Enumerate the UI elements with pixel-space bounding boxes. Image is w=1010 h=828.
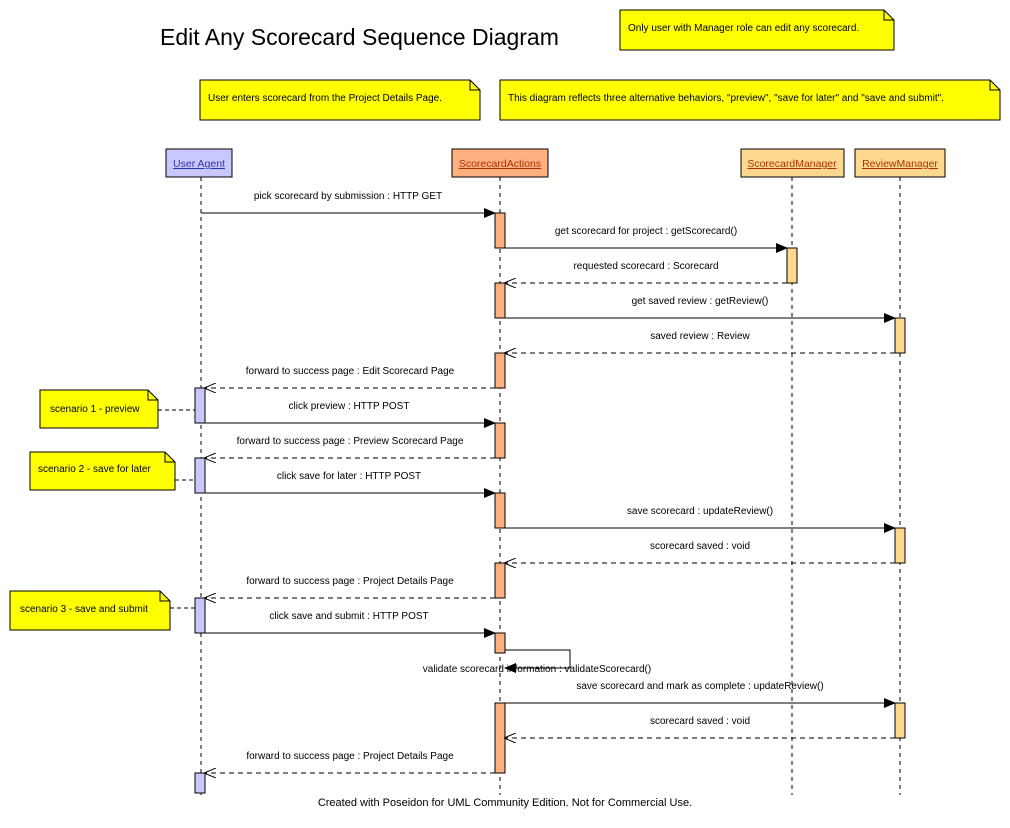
message-12: forward to success page : Project Detail… (205, 576, 495, 598)
message-13: click save and submit : HTTP POST (205, 611, 496, 638)
activation-user-2 (194, 457, 206, 494)
message-13-label: click save and submit : HTTP POST (269, 611, 428, 622)
message-16-label: scorecard saved : void (650, 716, 750, 727)
message-4: get saved review : getReview() (505, 296, 896, 323)
message-10-label: save scorecard : updateReview() (627, 506, 773, 517)
message-5: saved review : Review (505, 331, 895, 353)
note-scenario-1-text: scenario 1 - preview (50, 404, 140, 415)
activation-revmanager-2 (894, 527, 906, 564)
message-3-label: requested scorecard : Scorecard (573, 261, 718, 272)
message-1: pick scorecard by submission : HTTP GET (201, 191, 496, 218)
diagram-title: Edit Any Scorecard Sequence Diagram (160, 24, 559, 50)
activation-actions-4 (494, 422, 506, 459)
message-14-self: validate scorecard information : validat… (423, 649, 651, 675)
message-9-label: click save for later : HTTP POST (277, 471, 421, 482)
message-16: scorecard saved : void (505, 716, 895, 738)
note-scenario-2-text: scenario 2 - save for later (38, 464, 151, 475)
note-scenario-2: scenario 2 - save for later (29, 451, 195, 491)
note-behaviors-text: This diagram reflects three alternative … (508, 93, 944, 104)
activation-user-3 (194, 597, 206, 634)
message-7: click preview : HTTP POST (205, 401, 496, 428)
message-9: click save for later : HTTP POST (205, 471, 496, 498)
note-manager-role-text: Only user with Manager role can edit any… (628, 23, 859, 34)
message-10: save scorecard : updateReview() (505, 506, 896, 533)
message-17-label: forward to success page : Project Detail… (246, 751, 454, 762)
activation-actions-5 (494, 492, 506, 529)
message-4-label: get saved review : getReview() (632, 296, 769, 307)
message-14-label: validate scorecard information : validat… (423, 664, 651, 675)
lifeline-scorecard-manager-label: ScorecardManager (747, 158, 837, 170)
message-11-label: scorecard saved : void (650, 541, 750, 552)
note-enter: User enters scorecard from the Project D… (199, 79, 481, 121)
message-15: save scorecard and mark as complete : up… (505, 681, 896, 708)
activation-revmanager-3 (894, 702, 906, 739)
message-15-label: save scorecard and mark as complete : up… (576, 681, 823, 692)
note-manager-role: Only user with Manager role can edit any… (619, 9, 895, 51)
message-7-label: click preview : HTTP POST (289, 401, 410, 412)
activation-user-4 (194, 772, 206, 794)
activation-actions-6 (494, 562, 506, 599)
activation-actions-2 (494, 282, 506, 319)
note-behaviors: This diagram reflects three alternative … (499, 79, 1001, 121)
message-8-label: forward to success page : Preview Scorec… (237, 436, 464, 447)
note-scenario-1: scenario 1 - preview (39, 389, 195, 429)
note-scenario-3: scenario 3 - save and submit (9, 590, 195, 631)
message-3: requested scorecard : Scorecard (505, 261, 787, 283)
message-2: get scorecard for project : getScorecard… (505, 226, 788, 253)
activation-scmanager-1 (786, 247, 798, 284)
lifeline-scorecard-actions-label: ScorecardActions (459, 158, 541, 170)
lifeline-head-user-agent: User Agent (165, 148, 233, 178)
message-11: scorecard saved : void (505, 541, 895, 563)
activation-actions-1 (494, 212, 506, 249)
message-8: forward to success page : Preview Scorec… (205, 436, 495, 458)
activation-actions-3 (494, 352, 506, 389)
activation-revmanager-1 (894, 317, 906, 354)
lifeline-head-scorecard-manager: ScorecardManager (740, 148, 845, 178)
footer-credit: Created with Poseidon for UML Community … (318, 797, 692, 809)
activation-actions-8 (494, 702, 506, 774)
activation-user-1 (194, 387, 206, 424)
message-6-label: forward to success page : Edit Scorecard… (246, 366, 455, 377)
message-5-label: saved review : Review (650, 331, 750, 342)
message-6: forward to success page : Edit Scorecard… (205, 366, 495, 388)
activation-actions-7 (494, 632, 506, 654)
lifeline-review-manager-label: ReviewManager (862, 158, 938, 170)
message-12-label: forward to success page : Project Detail… (246, 576, 454, 587)
note-enter-text: User enters scorecard from the Project D… (208, 93, 442, 104)
lifeline-head-review-manager: ReviewManager (854, 148, 946, 178)
lifeline-user-agent-label: User Agent (173, 158, 225, 170)
message-2-label: get scorecard for project : getScorecard… (555, 226, 737, 237)
lifeline-head-scorecard-actions: ScorecardActions (451, 148, 549, 178)
message-17: forward to success page : Project Detail… (205, 751, 495, 773)
note-scenario-3-text: scenario 3 - save and submit (20, 604, 148, 615)
message-1-label: pick scorecard by submission : HTTP GET (254, 191, 442, 202)
